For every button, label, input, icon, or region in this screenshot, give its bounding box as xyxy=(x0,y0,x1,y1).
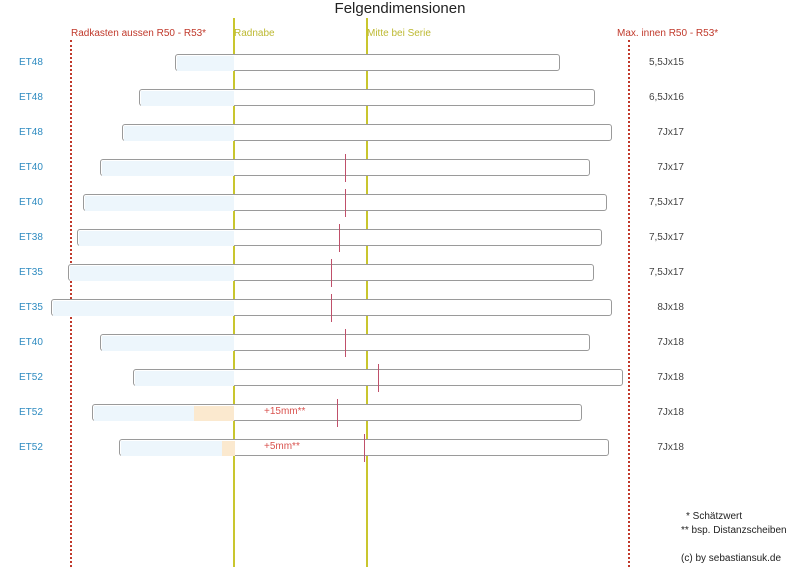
diagram-title: Felgendimensionen xyxy=(334,0,466,17)
radkasten-label: Radkasten aussen R50 - R53* xyxy=(71,28,207,39)
rim-dimension: 8Jx18 xyxy=(657,302,684,313)
rim-inner-offset xyxy=(102,336,234,351)
et-label: ET48 xyxy=(19,92,43,103)
rim-center-mark xyxy=(345,329,346,357)
rim-bar xyxy=(139,89,595,106)
wheel-row: ET48 6,5Jx16 xyxy=(0,89,800,111)
et-label: ET48 xyxy=(19,127,43,138)
wheel-row: ET48 5,5Jx15 xyxy=(0,54,800,76)
rim-center-mark xyxy=(331,294,332,322)
rim-center-mark xyxy=(339,224,340,252)
rim-inner-offset xyxy=(177,56,234,71)
rim-dimension: 7,5Jx17 xyxy=(648,267,684,278)
et-label: ET40 xyxy=(19,162,43,173)
mitte-line xyxy=(366,18,368,567)
rim-bar xyxy=(175,54,560,71)
et-label: ET40 xyxy=(19,337,43,348)
wheel-row: ET52 +5mm** 7Jx18 xyxy=(0,434,800,462)
et-label: ET48 xyxy=(19,57,43,68)
rim-dimension: 7Jx17 xyxy=(657,162,684,173)
wheel-row: ET40 7Jx17 xyxy=(0,154,800,182)
wheel-row: ET52 +15mm** 7Jx18 xyxy=(0,399,800,427)
rim-inner-offset xyxy=(79,231,234,246)
rim-bar xyxy=(100,154,590,182)
rim-dimension: 7Jx17 xyxy=(657,127,684,138)
rim-inner-offset xyxy=(70,266,234,281)
rim-bar xyxy=(122,124,612,141)
wheel-row: ET40 7Jx18 xyxy=(0,329,800,357)
rim-bar xyxy=(92,399,582,427)
rim-dimension: 5,5Jx15 xyxy=(648,57,684,68)
rim-bar xyxy=(83,189,607,217)
copyright-note: (c) by sebastiansuk.de xyxy=(681,553,782,564)
radnabe-line xyxy=(233,18,235,567)
spacer-label: +5mm** xyxy=(264,441,300,452)
rim-inner-offset xyxy=(94,406,194,421)
wheel-row: ET48 7Jx17 xyxy=(0,124,800,146)
rim-inner-offset xyxy=(85,196,234,211)
rim-inner-offset xyxy=(53,301,234,316)
rim-bar xyxy=(100,329,590,357)
rim-dimension: 7Jx18 xyxy=(657,407,684,418)
spacer-segment xyxy=(222,441,235,456)
rim-inner-offset xyxy=(141,91,234,106)
rim-dimension: 6,5Jx16 xyxy=(648,92,684,103)
spacer-segment xyxy=(194,406,234,421)
max-innen-line xyxy=(628,40,630,567)
rim-dimension: 7Jx18 xyxy=(657,372,684,383)
rim-center-mark xyxy=(345,154,346,182)
rim-dimension: 7Jx18 xyxy=(657,337,684,348)
rim-center-mark xyxy=(331,259,332,287)
spacer-label: +15mm** xyxy=(264,406,306,417)
radnabe-label: Radnabe xyxy=(234,28,275,39)
wheel-row: ET35 7,5Jx17 xyxy=(0,259,800,287)
rim-bar xyxy=(119,434,609,462)
note-estimate: * Schätzwert xyxy=(686,511,743,522)
rim-center-mark xyxy=(364,434,365,462)
et-label: ET52 xyxy=(19,442,43,453)
rim-center-mark xyxy=(378,364,379,392)
et-label: ET35 xyxy=(19,267,43,278)
mitte-label: Mitte bei Serie xyxy=(367,28,431,39)
rim-dimension: 7,5Jx17 xyxy=(648,197,684,208)
rim-bar xyxy=(77,224,602,252)
rim-bar xyxy=(133,364,623,392)
rim-inner-offset xyxy=(102,161,234,176)
rim-inner-offset xyxy=(135,371,234,386)
rim-inner-offset xyxy=(121,441,222,456)
wheel-row: ET40 7,5Jx17 xyxy=(0,189,800,217)
rim-bar xyxy=(68,259,594,287)
wheel-row: ET52 7Jx18 xyxy=(0,364,800,392)
rim-bar xyxy=(51,294,612,322)
et-label: ET52 xyxy=(19,407,43,418)
rim-dimension: 7Jx18 xyxy=(657,442,684,453)
note-spacer: ** bsp. Distanzscheiben xyxy=(681,525,787,536)
rim-dimension: 7,5Jx17 xyxy=(648,232,684,243)
et-label: ET40 xyxy=(19,197,43,208)
et-label: ET38 xyxy=(19,232,43,243)
et-label: ET52 xyxy=(19,372,43,383)
rim-center-mark xyxy=(345,189,346,217)
max-innen-label: Max. innen R50 - R53* xyxy=(617,28,719,39)
rim-center-mark xyxy=(337,399,338,427)
wheel-row: ET38 7,5Jx17 xyxy=(0,224,800,252)
et-label: ET35 xyxy=(19,302,43,313)
wheel-row: ET35 8Jx18 xyxy=(0,294,800,322)
rim-inner-offset xyxy=(124,126,234,141)
